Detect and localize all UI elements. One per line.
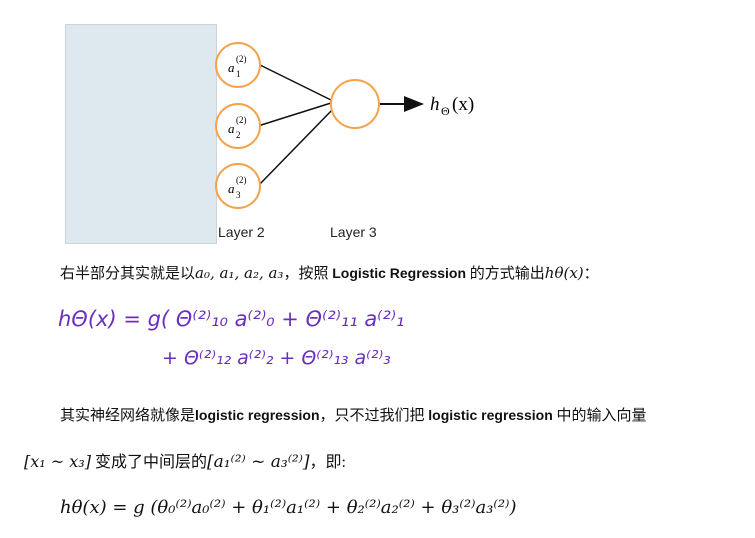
p1-text-b: ，按照 <box>283 266 329 282</box>
hidden-node-1-sup: (2) <box>236 54 247 64</box>
p3-text-a: 变成了中间层的 <box>94 454 207 471</box>
hidden-node-3-base: a <box>228 181 235 196</box>
hidden-node-2: a (2) 2 <box>215 103 261 149</box>
output-label-arg: (x) <box>452 94 474 115</box>
p2-text-c: 中的输入向量 <box>556 408 647 424</box>
p1-text-d: ： <box>583 266 599 282</box>
edge-a1-out <box>257 63 334 102</box>
neural-network-diagram: a (2) 1 a (2) 2 a (2) 3 h Θ (x) Layer 2 … <box>215 42 474 240</box>
final-formula: hθ(x) = g (θ₀⁽²⁾a₀⁽²⁾ + θ₁⁽²⁾a₁⁽²⁾ + θ₂⁽… <box>60 497 517 518</box>
p1-math-a: a₀, a₁, a₂, a₃ <box>195 264 284 282</box>
layer3-label: Layer 3 <box>330 224 377 240</box>
output-label-h: h <box>430 94 440 115</box>
p1-term: Logistic Regression <box>332 265 467 281</box>
hidden-node-1: a (2) 1 <box>215 42 261 88</box>
p3-math-b: [a₁⁽²⁾ ~ a₃⁽²⁾] <box>206 452 310 472</box>
handwritten-line-2: + Θ⁽²⁾₁₂ a⁽²⁾₂ + Θ⁽²⁾₁₃ a⁽²⁾₃ <box>162 347 391 369</box>
input-layer-cover <box>65 24 217 244</box>
output-node <box>330 79 380 129</box>
p3-math-a: [x₁ ~ x₃] <box>24 452 91 471</box>
handwritten-line-1: hΘ(x) = g( Θ⁽²⁾₁₀ a⁽²⁾₀ + Θ⁽²⁾₁₁ a⁽²⁾₁ <box>58 307 404 331</box>
hidden-node-3: a (2) 3 <box>215 163 261 209</box>
paragraph-1: 右半部分其实就是以a₀, a₁, a₂, a₃，按照 Logistic Regr… <box>60 262 599 283</box>
edge-a3-out <box>257 107 335 187</box>
paragraph-3: [x₁ ~ x₃] 变成了中间层的[a₁⁽²⁾ ~ a₃⁽²⁾]，即: <box>24 448 346 472</box>
p3-text-b: ，即: <box>309 454 346 471</box>
hidden-node-3-sup: (2) <box>236 175 247 185</box>
p1-text-c: 的方式输出 <box>469 266 545 282</box>
paragraph-2: 其实神经网络就像是logistic regression，只不过我们把 logi… <box>60 404 647 425</box>
p2-term-1: logistic regression <box>195 407 320 423</box>
hidden-node-2-base: a <box>228 121 235 136</box>
hidden-node-2-sub: 2 <box>236 130 241 140</box>
output-label-sub: Θ <box>441 104 450 118</box>
p2-term-2: logistic regression <box>428 407 553 423</box>
hidden-node-1-sub: 1 <box>236 69 241 79</box>
handwritten-formula: hΘ(x) = g( Θ⁽²⁾₁₀ a⁽²⁾₀ + Θ⁽²⁾₁₁ a⁽²⁾₁ +… <box>58 307 404 369</box>
edge-a2-out <box>257 102 332 127</box>
hidden-node-1-base: a <box>228 60 235 75</box>
hidden-node-3-sub: 3 <box>236 190 241 200</box>
p1-text-a: 右半部分其实就是以 <box>60 266 196 282</box>
p2-text-a: 其实神经网络就像是 <box>60 408 196 424</box>
layer2-label: Layer 2 <box>218 224 265 240</box>
hidden-node-2-sup: (2) <box>236 115 247 125</box>
p2-text-b: ，只不过我们把 <box>319 408 425 424</box>
p1-math-b: hθ(x) <box>544 264 584 282</box>
